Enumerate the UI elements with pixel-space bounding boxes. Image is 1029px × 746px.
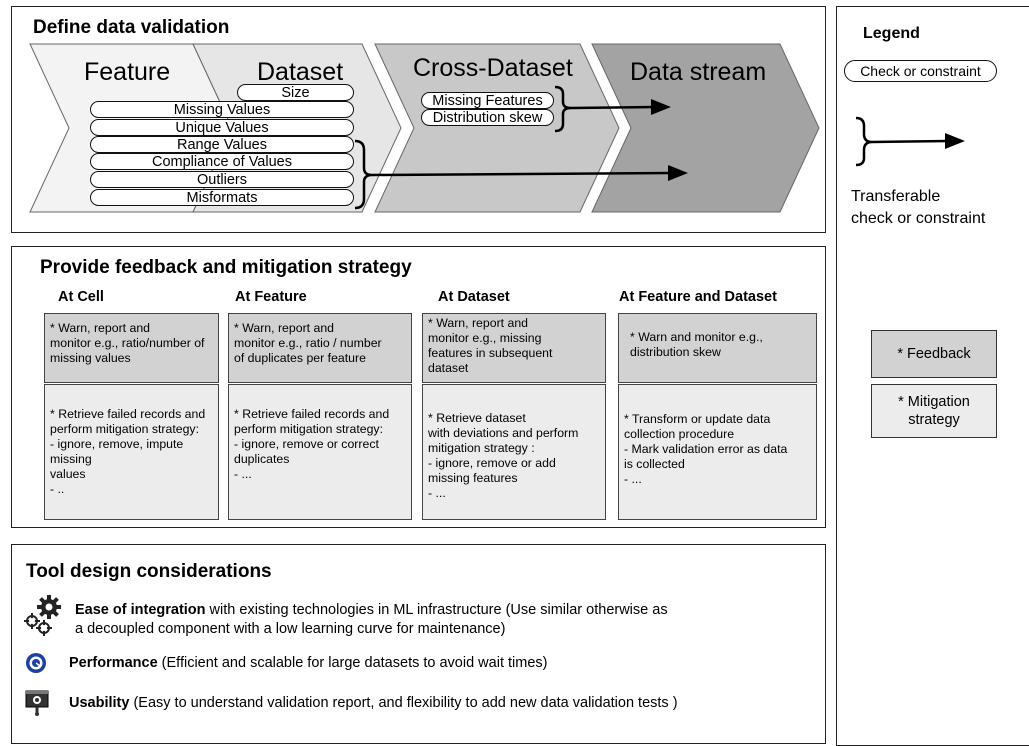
mitigation-box-feature: * Retrieve failed records and perform mi… xyxy=(228,384,412,520)
tool-item-integration-bold: Ease of integration xyxy=(75,602,206,618)
legend-check-pill: Check or constraint xyxy=(844,60,997,82)
define-validation-title: Define data validation xyxy=(33,17,230,38)
feedback-box-cell: * Warn, report and monitor e.g., ratio/n… xyxy=(44,313,219,383)
mitigation-box-cell: * Retrieve failed records and perform mi… xyxy=(44,384,219,520)
legend-transferable-label: Transferable check or constraint xyxy=(851,188,986,227)
gears-icon xyxy=(24,595,61,636)
legend-mitigation-box: * Mitigation strategy xyxy=(871,384,997,438)
usability-icon xyxy=(25,690,49,716)
column-heading-feature: At Feature xyxy=(235,289,307,305)
tool-item-usability: Usability (Easy to understand validation… xyxy=(69,694,809,713)
feedback-box-feature: * Warn, report and monitor e.g., ratio /… xyxy=(228,313,412,383)
column-heading-dataset: At Dataset xyxy=(438,289,510,305)
legend-feedback-box: * Feedback xyxy=(871,330,997,378)
mitigation-box-dataset: * Retrieve dataset with deviations and p… xyxy=(422,384,606,520)
check-compliance-values: Compliance of Values xyxy=(90,153,354,170)
check-missing-features: Missing Features xyxy=(421,92,554,109)
tool-item-integration-text: with existing technologies in ML infrast… xyxy=(205,602,668,618)
tool-item-integration: Ease of integration with existing techno… xyxy=(75,601,775,639)
feedback-title: Provide feedback and mitigation strategy xyxy=(40,257,412,278)
tool-item-usability-bold: Usability xyxy=(69,695,130,711)
feedback-box-feature-dataset: * Warn and monitor e.g., distribution sk… xyxy=(618,313,817,383)
legend-arrow-head xyxy=(945,133,965,149)
column-heading-cell: At Cell xyxy=(58,289,104,305)
check-misformats: Misformats xyxy=(90,189,354,206)
legend-title: Legend xyxy=(863,25,920,42)
stage-data-stream-chevron xyxy=(591,43,820,213)
tool-item-performance-bold: Performance xyxy=(69,655,158,671)
tool-item-performance-text: (Efficient and scalable for large datase… xyxy=(157,655,548,671)
tool-item-performance: Performance (Efficient and scalable for … xyxy=(69,654,789,673)
check-outliers: Outliers xyxy=(90,171,354,188)
legend-transfer-arrow xyxy=(855,116,965,167)
legend-arrow-line xyxy=(871,139,950,144)
stage-feature-label: Feature xyxy=(84,58,171,86)
check-distribution-skew: Distribution skew xyxy=(421,109,554,126)
tool-panel xyxy=(11,544,826,744)
check-size: Size xyxy=(237,84,354,101)
stage-cross-dataset-label: Cross-Dataset xyxy=(413,54,573,82)
stage-cross-dataset-chevron xyxy=(374,43,620,213)
transfer-arrow-features-head xyxy=(668,165,688,181)
feedback-box-dataset: * Warn, report and monitor e.g., missing… xyxy=(422,313,606,383)
check-unique-values: Unique Values xyxy=(90,119,354,136)
stage-data-stream-label: Data stream xyxy=(630,58,767,86)
tool-title: Tool design considerations xyxy=(26,561,272,582)
speedometer-icon xyxy=(26,653,46,673)
stage-dataset-label: Dataset xyxy=(257,58,344,86)
check-range-values: Range Values xyxy=(90,136,354,153)
transfer-arrow-cross-line xyxy=(570,105,656,110)
column-heading-feature-dataset: At Feature and Dataset xyxy=(619,289,777,305)
tool-item-integration-text-2: a decoupled component with a low learnin… xyxy=(75,621,506,637)
legend-bracket xyxy=(855,116,873,167)
transfer-arrow-features-line xyxy=(371,171,673,177)
transfer-arrow-cross-head xyxy=(651,99,671,115)
mitigation-box-feature-dataset: * Transform or update data collection pr… xyxy=(618,384,817,520)
tool-item-usability-text: (Easy to understand validation report, a… xyxy=(129,695,678,711)
check-missing-values: Missing Values xyxy=(90,101,354,118)
